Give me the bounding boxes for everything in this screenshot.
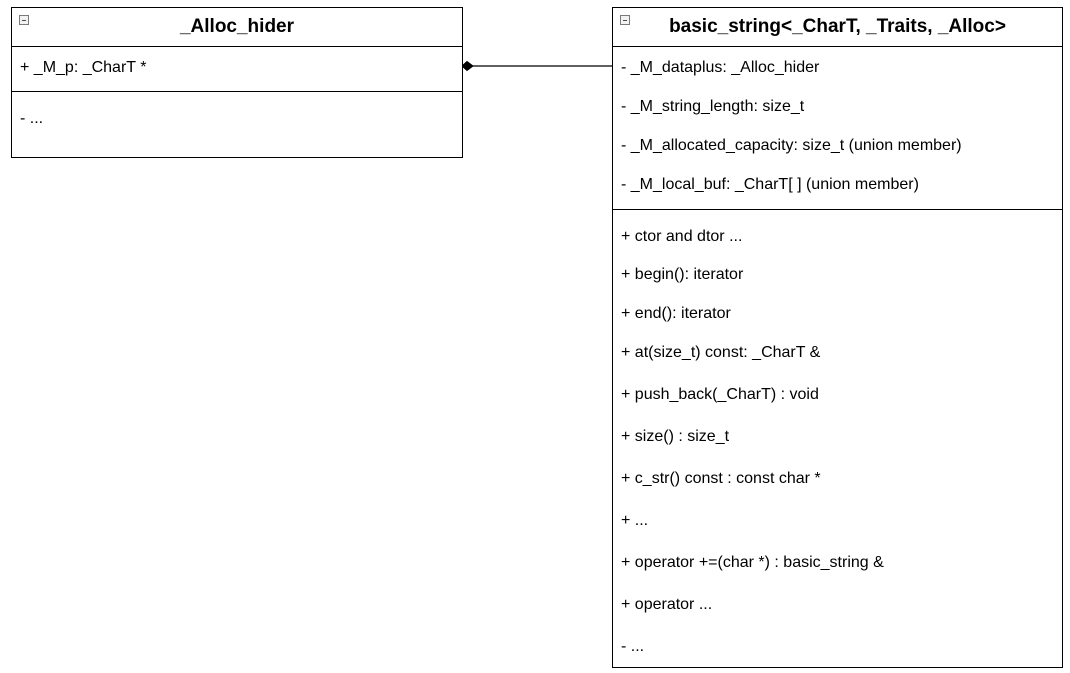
class-basic-string[interactable]: basic_string<_CharT, _Traits, _Alloc> - …: [612, 7, 1063, 668]
collapse-icon[interactable]: [620, 15, 630, 25]
attributes-compartment: + _M_p: _CharT *: [12, 47, 462, 92]
operation-item: + begin(): iterator: [621, 266, 744, 283]
operation-item: + ...: [621, 512, 649, 529]
operation-item: + at(size_t) const: _CharT &: [621, 344, 821, 361]
operation-item: + ctor and dtor ...: [621, 228, 743, 245]
class-name: basic_string<_CharT, _Traits, _Alloc>: [669, 16, 1006, 37]
class-alloc-hider[interactable]: _Alloc_hider + _M_p: _CharT * - ...: [11, 7, 463, 158]
operation-item: + c_str() const : const char *: [621, 470, 821, 487]
class-header[interactable]: _Alloc_hider: [12, 8, 462, 47]
operations-compartment: - ...: [12, 92, 462, 157]
class-header[interactable]: basic_string<_CharT, _Traits, _Alloc>: [613, 8, 1062, 47]
collapse-icon[interactable]: [19, 15, 29, 25]
operation-item: + push_back(_CharT) : void: [621, 386, 819, 403]
operation-item: - ...: [621, 638, 645, 655]
operation-item: + end(): iterator: [621, 305, 731, 322]
attribute-item: - _M_allocated_capacity: size_t (union m…: [621, 137, 962, 154]
attribute-item: + _M_p: _CharT *: [20, 59, 147, 76]
operation-item: + operator +=(char *) : basic_string &: [621, 554, 884, 571]
attributes-compartment: - _M_dataplus: _Alloc_hider - _M_string_…: [613, 47, 1062, 210]
attribute-item: - _M_dataplus: _Alloc_hider: [621, 59, 820, 76]
attribute-item: - _M_local_buf: _CharT[ ] (union member): [621, 176, 919, 193]
operation-item: + operator ...: [621, 596, 713, 613]
composition-diamond: [461, 60, 474, 72]
class-name: _Alloc_hider: [179, 16, 295, 37]
operation-item: + size() : size_t: [621, 428, 730, 445]
operations-compartment: + ctor and dtor ... + begin(): iterator …: [613, 210, 1062, 667]
operation-item: - ...: [20, 110, 44, 127]
attribute-item: - _M_string_length: size_t: [621, 98, 805, 115]
